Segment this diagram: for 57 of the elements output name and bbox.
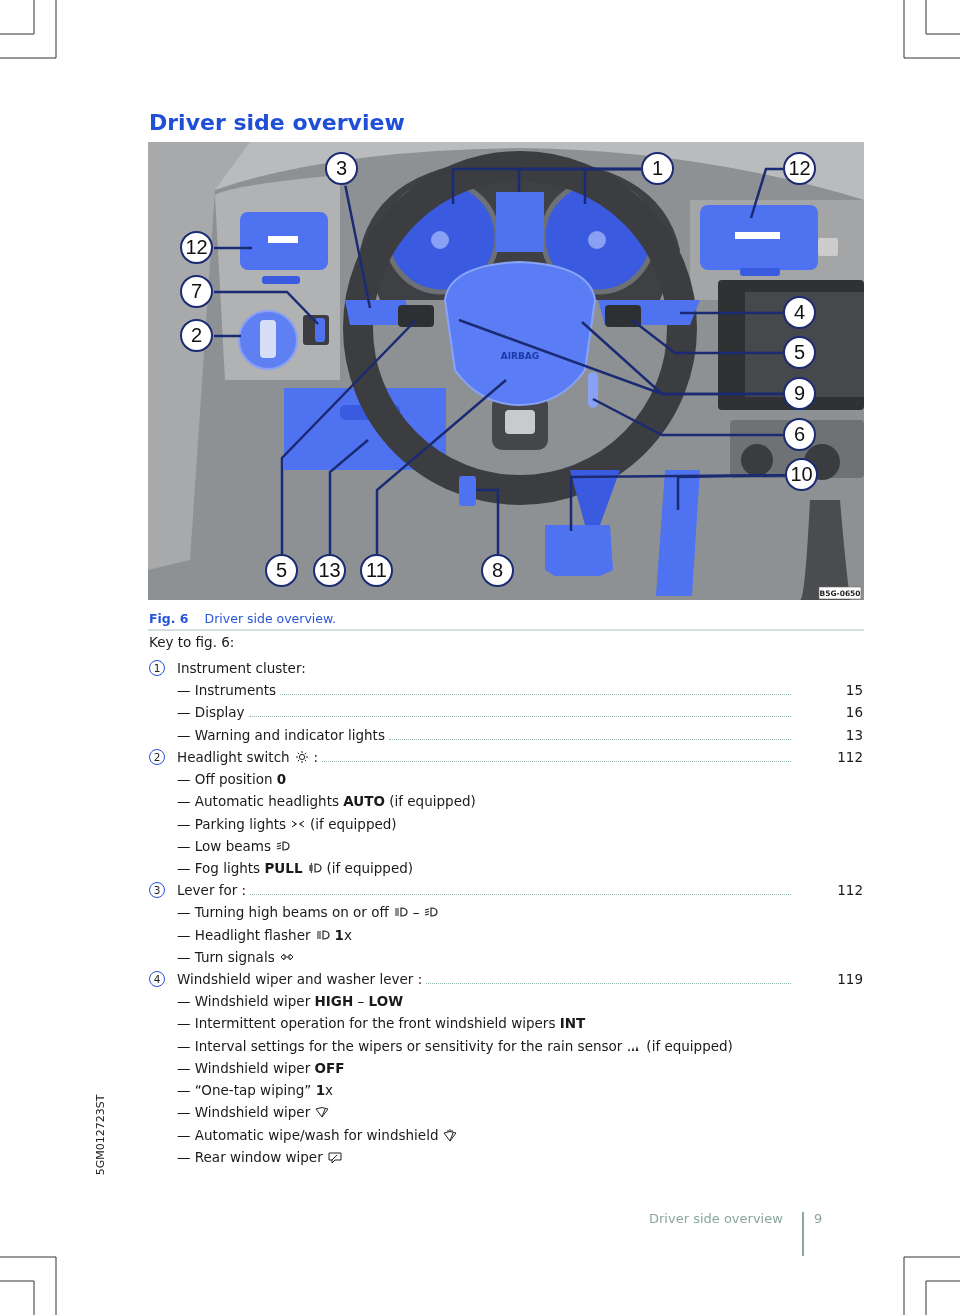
key-text: – [412, 904, 420, 920]
key-text: — Low beams [177, 838, 271, 854]
key-text: — Automatic wipe/wash for windshield [177, 1127, 439, 1143]
leader-line [344, 185, 372, 309]
key-text: — Windshield wiper HIGH – LOW [177, 993, 404, 1009]
key-text: — Turn signals [177, 949, 275, 965]
key-text: — Headlight flasher [177, 927, 311, 943]
key-text: — Interval settings for the wipers or sensitivity for the rain sensor [177, 1038, 623, 1054]
leader-line [676, 474, 786, 510]
key-text: Instrument cluster: [177, 660, 306, 676]
leader-line [214, 246, 252, 250]
page-number: 119 [836, 971, 863, 987]
page-number: 112 [836, 749, 863, 765]
key-text: — Display [177, 704, 245, 720]
key-text: — Windshield wiper [177, 1104, 311, 1120]
page-title: Driver side overview [149, 110, 405, 135]
key-text: — Windshield wiper OFF [177, 1060, 345, 1076]
leader-line [680, 311, 783, 315]
leader-line [583, 167, 641, 204]
key-text: — Parking lights [177, 816, 287, 832]
leader-line [280, 319, 417, 554]
key-text: — Instruments [177, 682, 277, 698]
key-text: Headlight switch [177, 749, 290, 765]
key-text: — Turning high beams on or off [177, 904, 389, 920]
leader-line [592, 397, 783, 437]
document-code: 5GM012723ST [94, 1094, 106, 1176]
page-number: 15 [844, 682, 863, 698]
key-text: Windshield wiper and washer lever : [177, 971, 423, 987]
page-number: 9 [814, 1211, 823, 1226]
key-text: — Rear window wiper [177, 1149, 323, 1165]
leader-line [458, 318, 783, 396]
page-number: 112 [836, 882, 863, 898]
key-text: — Off position 0 [177, 771, 287, 787]
key-text: (if equipped) [326, 860, 414, 876]
page-number: 16 [844, 704, 863, 720]
figure-caption: Fig. 6 Driver side overview. [149, 611, 337, 626]
key-text: Lever for : [177, 882, 247, 898]
key-text: — Intermittent operation for the front windshield wipers INT [177, 1015, 586, 1031]
key-text: — “One-tap wiping” 1x [177, 1082, 334, 1098]
footer-text: Driver side overview [649, 1211, 783, 1226]
key-text: : [313, 749, 319, 765]
key-text: — Automatic headlights AUTO (if equipped) [177, 793, 476, 809]
leader-line [328, 439, 369, 554]
leader-line [749, 167, 783, 219]
airbag-marking: AIRBAG [500, 351, 540, 361]
leader-line [375, 379, 507, 554]
key-text: — Warning and indicator lights [177, 727, 385, 743]
leader-line [214, 290, 319, 325]
leader-line [631, 319, 783, 355]
key-text: — Fog lights PULL [177, 860, 303, 876]
leader-line [214, 334, 241, 338]
leader-line [476, 488, 500, 554]
key-heading: Key to fig. 6: [149, 633, 235, 652]
key-text: 1x [334, 927, 352, 943]
page-number: 13 [844, 727, 863, 743]
key-text: (if equipped) [646, 1038, 733, 1054]
key-text: (if equipped) [310, 816, 397, 832]
